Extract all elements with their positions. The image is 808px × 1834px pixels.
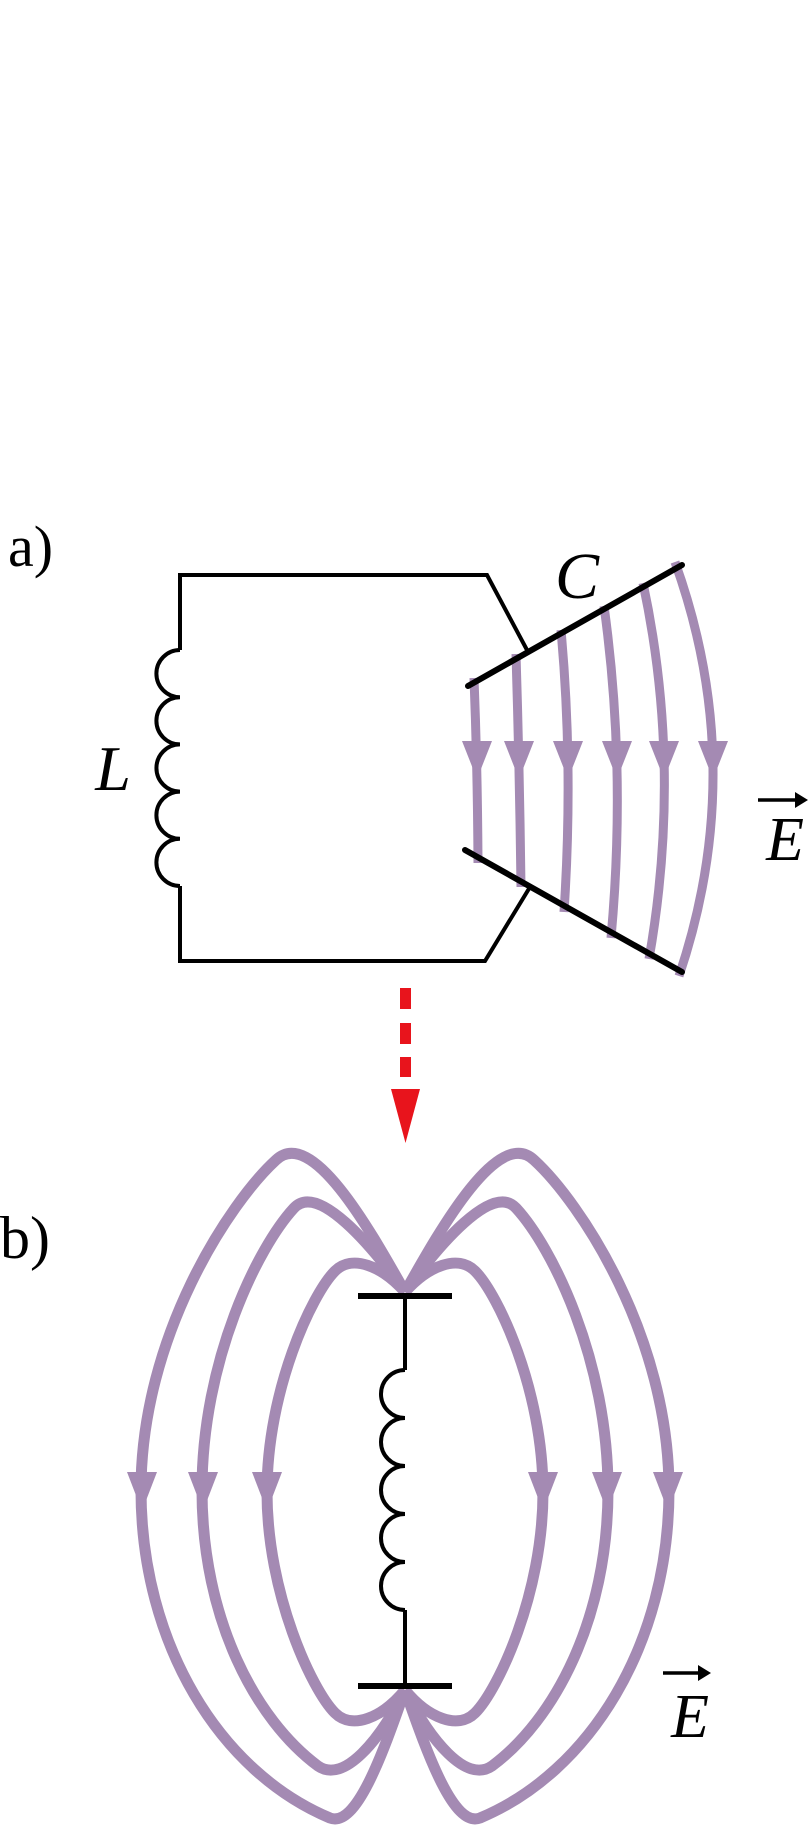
capacitor-lower-plate xyxy=(462,847,685,975)
down-arrowhead-icon xyxy=(528,1472,558,1511)
capacitor-plates xyxy=(462,562,685,975)
down-arrowhead-icon xyxy=(592,1472,622,1511)
vector-arrow-icon xyxy=(663,1665,711,1681)
field-loops-left xyxy=(127,1147,411,1825)
inductor-coil xyxy=(154,648,181,888)
top-wire xyxy=(178,573,529,651)
e-field-vector-label-a: E xyxy=(758,792,808,874)
e-field-label: E xyxy=(670,1683,709,1751)
down-arrowhead-icon xyxy=(602,741,632,779)
field-loops-right xyxy=(399,1147,683,1825)
bottom-wire xyxy=(178,885,532,963)
down-arrowhead-icon xyxy=(127,1472,157,1511)
down-arrowhead-icon xyxy=(649,741,679,779)
e-field-vector-label-b: E xyxy=(663,1665,711,1751)
inductor-coil xyxy=(379,1368,406,1612)
panel-a: a) L C E xyxy=(8,514,808,978)
capacitor-label: C xyxy=(555,540,600,613)
down-arrowhead-icon xyxy=(188,1472,218,1511)
panel-b-label: b) xyxy=(0,1205,50,1271)
capacitor-upper-plate xyxy=(465,562,685,689)
down-arrowhead-icon xyxy=(462,741,492,779)
field-line xyxy=(670,560,718,978)
transform-arrow-icon xyxy=(391,988,420,1143)
circuit-wires xyxy=(154,573,532,963)
down-arrowhead-icon xyxy=(653,1472,683,1511)
field-loop-inner xyxy=(400,1257,549,1727)
vector-arrow-icon xyxy=(758,792,808,808)
down-arrowhead-icon xyxy=(504,741,534,779)
e-field-label: E xyxy=(765,806,804,874)
capacitor-field-lines xyxy=(469,560,718,978)
down-arrowhead-icon xyxy=(553,741,583,779)
down-arrowhead-icon xyxy=(698,741,728,779)
panel-b: b) E xyxy=(0,1147,711,1825)
field-loop-inner xyxy=(261,1257,410,1727)
panel-a-label: a) xyxy=(8,514,53,579)
down-arrowhead-icon xyxy=(252,1472,282,1511)
inductor-label: L xyxy=(94,733,131,804)
field-line-arrowheads xyxy=(462,741,728,779)
dipole-antenna xyxy=(358,1293,452,1689)
